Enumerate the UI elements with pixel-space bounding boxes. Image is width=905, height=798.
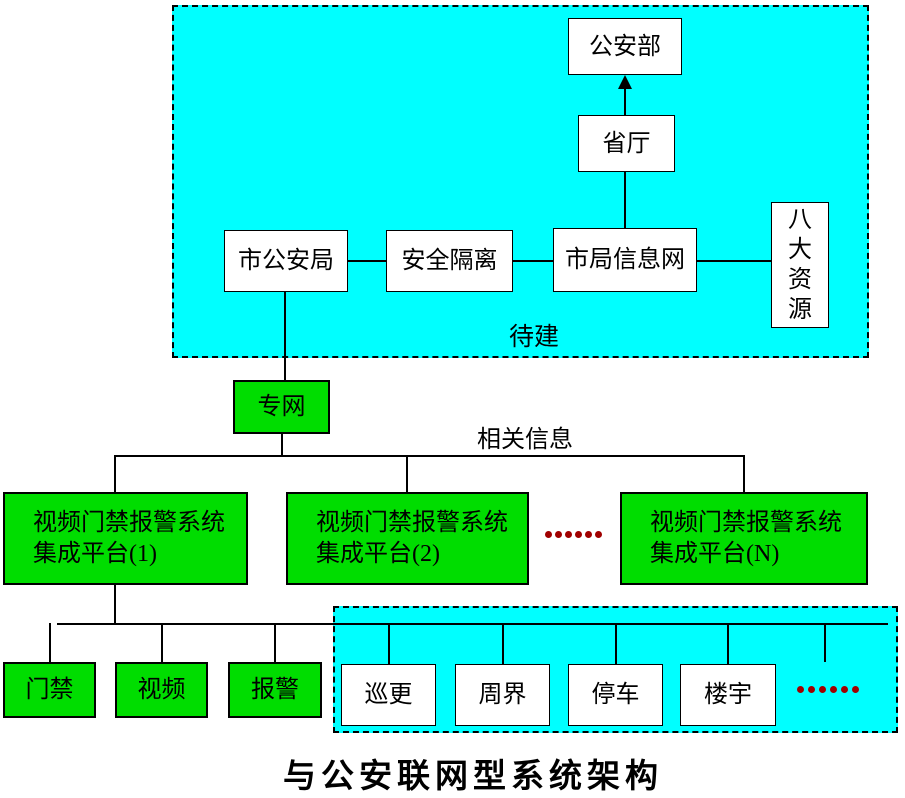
drop-to-platform-1 [114,455,116,492]
node-eight-resources-label: 八大资源 [788,207,812,323]
node-province-dept: 省厅 [578,115,675,172]
line-privatenet-to-bus [281,434,283,455]
bus-line-subsystems [57,623,888,625]
node-alarm-label: 报警 [251,677,299,703]
line-province-to-ministry [624,87,626,115]
node-building-label: 楼宇 [704,682,752,708]
node-platform-n: 视频门禁报警系统 集成平台(N) [620,492,868,585]
node-perimeter-label: 周界 [478,682,527,708]
line-citynet-to-resources [697,260,771,262]
line-isolation-to-citynet [513,260,553,262]
node-alarm: 报警 [228,662,322,718]
arrow-up-icon [618,75,632,89]
node-access-control-label: 门禁 [25,677,74,703]
diagram-title: 与公安联网型系统架构 [283,759,663,795]
node-ministry-label: 公安部 [589,33,661,60]
line-province-to-citynet [624,172,626,228]
node-perimeter: 周界 [455,664,550,726]
platform-n-line2: 集成平台(N) [650,540,780,567]
node-security-isolation: 安全隔离 [386,230,513,292]
pending-label: 待建 [509,324,560,351]
line-bureau-to-isolation [348,260,386,262]
related-info-label: 相关信息 [477,427,573,453]
node-city-info-network: 市局信息网 [553,228,697,292]
node-video-label: 视频 [137,677,186,703]
drop-to-building [727,623,729,664]
drop-to-more-subsystems [824,623,826,662]
drop-to-alarm [274,623,276,662]
platform-1-line2: 集成平台(1) [33,540,157,567]
node-platform-1: 视频门禁报警系统 集成平台(1) [3,492,248,585]
node-city-info-network-label: 市局信息网 [565,247,685,273]
node-parking: 停车 [568,664,663,726]
drop-to-patrol [388,623,390,664]
drop-to-perimeter [502,623,504,664]
drop-to-parking [615,623,617,664]
pending-construction-region [172,5,869,358]
node-patrol-label: 巡更 [364,682,413,708]
node-parking-label: 停车 [591,682,640,708]
line-platform1-to-bus [114,585,116,623]
subsystems-ellipsis-dots [797,686,859,693]
node-city-bureau: 市公安局 [224,230,348,292]
platform-n-line1: 视频门禁报警系统 [650,509,842,536]
platforms-ellipsis-dots [545,531,602,538]
drop-to-access-control [49,623,51,662]
line-bureau-to-privatenet [284,292,286,380]
platform-1-line1: 视频门禁报警系统 [33,509,225,536]
node-patrol: 巡更 [341,664,436,726]
drop-to-platform-2 [406,455,408,492]
node-access-control: 门禁 [3,662,96,718]
node-security-isolation-label: 安全隔离 [401,248,498,274]
drop-to-platform-n [743,455,745,492]
node-eight-resources: 八大资源 [771,202,829,328]
node-video: 视频 [115,662,208,718]
node-private-network-label: 专网 [257,394,306,420]
node-private-network: 专网 [233,380,330,434]
node-platform-2: 视频门禁报警系统 集成平台(2) [286,492,529,585]
node-ministry: 公安部 [568,18,682,75]
platform-2-line2: 集成平台(2) [316,540,440,567]
platform-2-line1: 视频门禁报警系统 [316,509,508,536]
node-province-dept-label: 省厅 [602,130,651,157]
node-city-bureau-label: 市公安局 [238,248,334,274]
drop-to-video [161,623,163,662]
bus-line-platforms [115,455,745,457]
node-building: 楼宇 [680,664,776,726]
